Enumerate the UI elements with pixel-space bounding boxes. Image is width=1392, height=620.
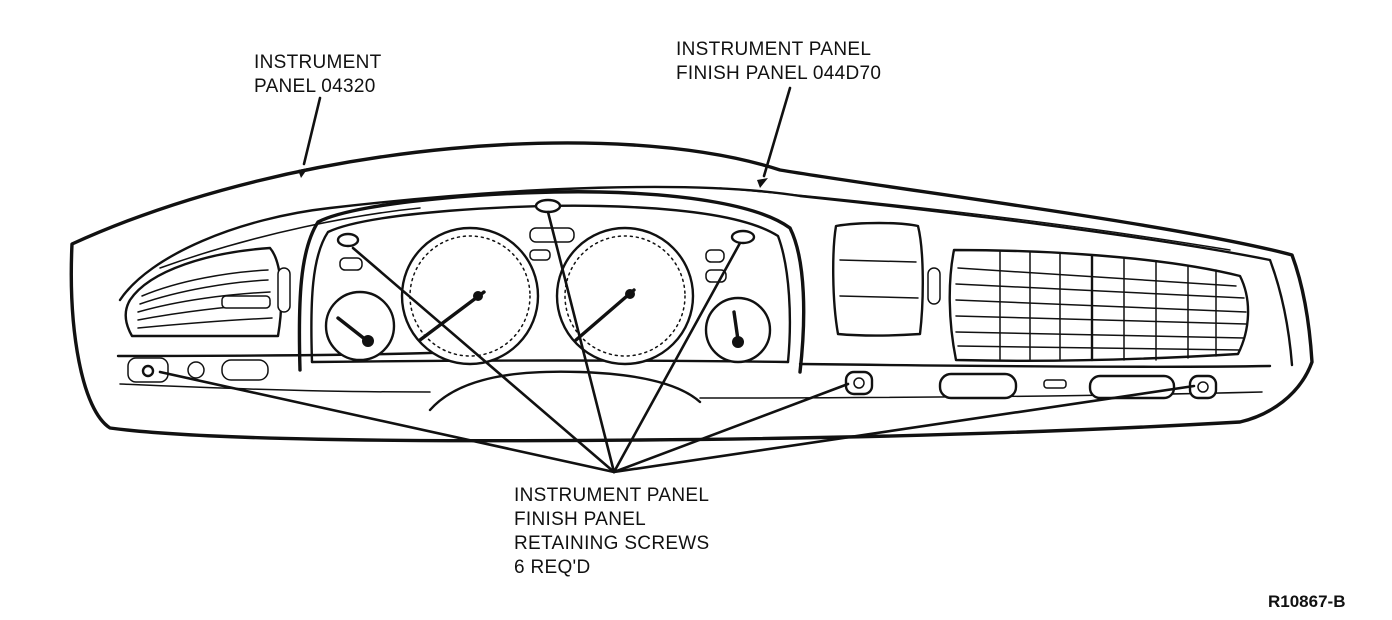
center-switch-housing (832, 221, 941, 337)
arrowhead-instrument-panel (298, 168, 308, 178)
leader-screws (158, 210, 1196, 474)
callout-finish-panel: INSTRUMENT PANEL FINISH PANEL 044D70 (676, 39, 881, 84)
leader-finish-panel (762, 86, 792, 178)
figure-id: R10867-B (1268, 592, 1346, 611)
callout-retaining-screws: INSTRUMENT PANEL FINISH PANEL RETAINING … (514, 485, 715, 578)
arrowhead-finish-panel (757, 178, 768, 188)
retaining-screw-5 (844, 370, 874, 396)
right-small-gauge (704, 296, 772, 364)
left-air-vent (124, 246, 291, 338)
speedometer-gauge (400, 226, 540, 366)
finish-panel-top-edge (159, 207, 421, 269)
right-air-vent (948, 248, 1250, 362)
finish-panel-right-top-edge (719, 187, 1231, 251)
retaining-screw-3 (534, 198, 562, 214)
retaining-screw-6 (1188, 374, 1218, 400)
retaining-screw-1 (141, 364, 155, 378)
callout-instrument-panel: INSTRUMENT PANEL 04320 (254, 52, 387, 97)
panel-bottom-sill (119, 383, 431, 393)
retaining-screw-4 (730, 229, 756, 245)
cluster-hood-outer (297, 190, 806, 374)
retaining-screw-2 (336, 232, 360, 248)
leader-instrument-panel (302, 96, 322, 166)
tachometer-gauge (555, 226, 695, 366)
cluster-lens-bottom (310, 359, 790, 364)
left-small-gauge (324, 290, 396, 362)
steering-column-opening (428, 370, 702, 412)
cluster-hood-inner (310, 204, 792, 364)
finish-panel-lower-edge-right (798, 362, 1272, 369)
cluster-indicator-lamps (339, 227, 727, 283)
